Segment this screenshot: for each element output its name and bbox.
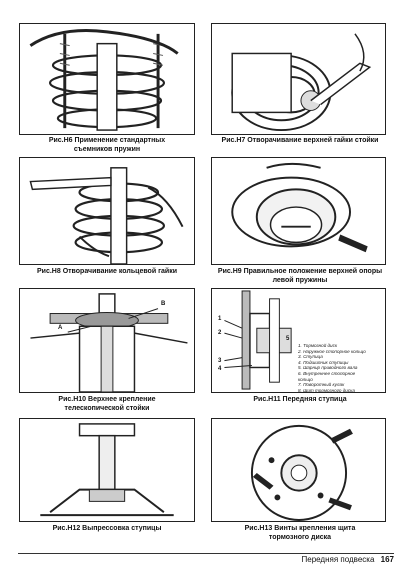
legend-item: 3. Ступица <box>298 354 323 360</box>
figure-h13-image <box>211 418 386 522</box>
brake-shield-screws-illustration <box>250 424 353 521</box>
telescopic-strut-mount-illustration <box>30 293 188 392</box>
hub-press-out-illustration <box>40 423 174 517</box>
footer-divider <box>18 553 394 554</box>
footer-section-title: Передняя подвеска <box>301 555 375 564</box>
legend-item: 1. Тормозной диск <box>298 343 338 348</box>
legend-item: 5. Шарнир приводного вала <box>298 365 358 371</box>
legend-item: 7. Поворотный кулак <box>298 382 345 388</box>
upper-mount-position-illustration <box>231 162 368 253</box>
figure-h9-caption: Рис.Н9 Правильное положение верхней опор… <box>217 268 383 284</box>
page-footer: Передняя подвеска 167 <box>302 555 395 564</box>
figure-h10-label-b: B <box>161 301 166 307</box>
figure-h11-callout-5: 5 <box>286 336 290 342</box>
figure-h9-image <box>211 157 386 265</box>
figure-h11-legend: 1. Тормозной диск 2. Наружное стопорное … <box>298 343 366 393</box>
legend-item: кольцо <box>298 376 313 382</box>
strut-top-nut-illustration <box>231 33 372 132</box>
figure-h11-callout-2: 2 <box>218 330 222 336</box>
figure-h12-image <box>19 418 195 522</box>
figure-h10-image <box>19 288 195 393</box>
figure-h8-caption: Рис.Н8 Отворачивание кольцевой гайки <box>36 268 177 275</box>
figure-h12-caption: Рис.Н12 Выпрессовка ступицы <box>52 525 162 532</box>
figure-h10-label-a: A <box>58 325 63 331</box>
figure-h8-image <box>19 157 195 265</box>
figure-h11-callout-4: 4 <box>218 366 222 372</box>
legend-item: 8. Щит тормозного диска <box>298 387 355 393</box>
page-number: 167 <box>380 555 394 564</box>
figure-h7-image <box>211 23 386 135</box>
figure-h11-image <box>211 288 386 393</box>
ring-nut-wrench-illustration <box>29 167 184 264</box>
front-hub-section-illustration <box>224 290 292 390</box>
figure-h11-callout-3: 3 <box>218 358 222 364</box>
spring-compressor-illustration <box>29 29 179 131</box>
figure-h11-callout-1: 1 <box>218 316 222 322</box>
legend-item: 2. Наружное стопорное кольцо <box>298 348 366 354</box>
figure-h6-image <box>19 23 195 135</box>
legend-item: 6. Внутреннее стопорное <box>298 370 356 376</box>
figure-h11-caption: Рис.Н11 Передняя ступица <box>253 396 347 403</box>
figure-h7-caption: Рис.Н7 Отворачивание верхней гайки стойк… <box>221 137 379 144</box>
legend-item: 4. Подшипник ступицы <box>298 359 349 365</box>
